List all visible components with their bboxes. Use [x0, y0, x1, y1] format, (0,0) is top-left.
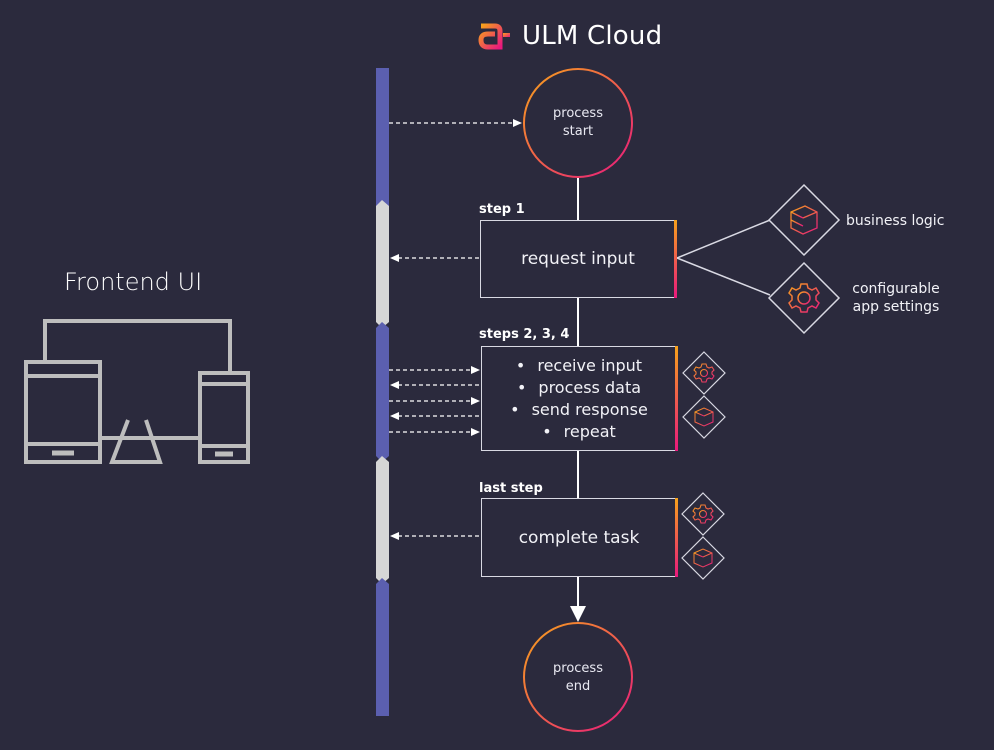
- app-settings-line1: configurable: [852, 281, 940, 297]
- process-start-line2: start: [562, 124, 594, 139]
- last-step-box: complete task: [481, 498, 677, 577]
- steps234-item: send response: [510, 399, 648, 421]
- steps234-list: receive input process data send response…: [510, 355, 648, 443]
- steps234-accent: [675, 346, 678, 451]
- process-end-label: process end: [538, 660, 618, 696]
- step1-label: step 1: [479, 202, 525, 217]
- app-settings-line2: app settings: [852, 299, 940, 315]
- ulm-logo-icon: [478, 23, 510, 50]
- frontend-label: Frontend UI: [64, 268, 203, 296]
- app-settings-label: configurable app settings: [842, 280, 950, 316]
- steps234-gear-icon: [682, 351, 726, 395]
- process-end-line2: end: [565, 679, 591, 694]
- fan-line-business-logic: [676, 219, 771, 259]
- timeline-segment-blue-1: [376, 68, 389, 206]
- steps234-item: repeat: [510, 421, 648, 443]
- process-end-line1: process: [553, 661, 603, 676]
- timeline-segment-blue-2: [376, 322, 389, 462]
- steps234-label: steps 2, 3, 4: [479, 327, 570, 342]
- last-step-accent: [675, 498, 678, 577]
- devices-icon: [24, 319, 250, 464]
- process-start-line1: process: [553, 106, 603, 121]
- arrow-heads: [390, 119, 522, 540]
- last-step-gear-icon: [681, 492, 725, 536]
- business-logic-label: business logic: [846, 213, 945, 229]
- process-end-circle: [523, 622, 633, 732]
- brand-header: ULM Cloud: [478, 18, 662, 54]
- steps234-box: receive input process data send response…: [481, 346, 677, 451]
- process-start-circle: [523, 68, 633, 178]
- steps234-cube-icon: [682, 395, 726, 439]
- brand-name: ULM Cloud: [522, 21, 663, 51]
- last-step-box-text: complete task: [518, 527, 640, 548]
- step1-accent: [674, 220, 677, 298]
- timeline-segment-blue-3: [376, 578, 389, 716]
- steps234-item: receive input: [510, 355, 648, 377]
- fan-line-app-settings: [676, 257, 771, 296]
- business-logic-cube-icon: [767, 183, 841, 257]
- app-settings-gear-icon: [767, 261, 841, 335]
- last-step-cube-icon: [681, 536, 725, 580]
- last-step-label: last step: [479, 481, 543, 496]
- timeline-segment-grey-1: [376, 200, 389, 328]
- steps234-item: process data: [510, 377, 648, 399]
- step1-box-text: request input: [521, 249, 635, 269]
- timeline-segment-grey-2: [376, 456, 389, 584]
- process-start-label: process start: [538, 105, 618, 141]
- step1-box: request input: [480, 220, 676, 298]
